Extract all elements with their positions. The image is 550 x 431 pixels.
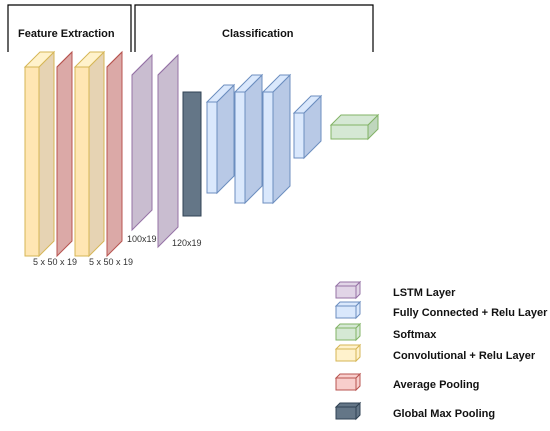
conv-layer-1-side-face	[38, 50, 55, 258]
conv-layer-2-side-face	[88, 50, 105, 258]
classification-title: Classification	[222, 28, 294, 40]
legend-label-lstm: LSTM Layer	[393, 287, 456, 299]
global-max-pooling-layer-front-face	[182, 91, 202, 217]
layer-stack	[23, 50, 380, 258]
global-max-pooling-layer	[182, 91, 202, 217]
lstm-layer-1-side-face	[131, 53, 153, 232]
lstm-1-dim-label: 100x19	[127, 234, 157, 244]
legend-swatch-gmp	[334, 401, 362, 421]
lstm-layer-2-top-face	[157, 54, 179, 76]
legend-item-softmax: Softmax	[334, 322, 437, 342]
conv-layer-1-front-face	[24, 66, 40, 257]
fc-layer-1-side-face	[216, 83, 235, 195]
conv-layer-1	[23, 50, 56, 258]
legend-swatch-softmax	[334, 322, 362, 342]
avgpool-layer-2-top-face	[106, 51, 123, 68]
conv-block-2-dim-label: 5 x 50 x 19	[89, 257, 133, 267]
legend-label-softmax: Softmax	[393, 329, 437, 341]
conv-layer-2	[73, 50, 106, 258]
conv-block-1-dim-label: 5 x 50 x 19	[33, 257, 77, 267]
legend-swatch-conv	[334, 343, 362, 363]
fc-layer-3-front-face	[262, 91, 274, 204]
avgpool-layer-1-top-face	[56, 51, 73, 68]
legend-label-gmp: Global Max Pooling	[393, 408, 495, 420]
softmax-layer	[329, 113, 380, 141]
feature-extraction-title: Feature Extraction	[18, 28, 115, 40]
avgpool-layer-1	[56, 50, 73, 258]
feature-extraction-bracket	[7, 4, 132, 52]
fc-layer-4	[292, 94, 323, 160]
classification-bracket	[134, 4, 374, 52]
lstm-layer-2-side-face	[157, 53, 179, 249]
lstm-layer-2	[157, 53, 179, 249]
legend-swatch-fc	[334, 300, 362, 320]
legend-item-conv: Convolutional + Relu Layer	[334, 343, 536, 363]
legend-label-fc: Fully Connected + Relu Layer	[393, 307, 548, 319]
fc-layer-3	[261, 73, 292, 205]
fc-layer-2-side-face	[244, 73, 263, 205]
legend-item-fc: Fully Connected + Relu Layer	[334, 300, 548, 320]
fc-layer-2-front-face	[234, 91, 246, 204]
lstm-layer-1	[131, 53, 153, 232]
lstm-2-dim-label: 120x19	[172, 238, 202, 248]
fc-layer-4-front-face	[293, 112, 305, 159]
legend-swatch-lstm	[334, 280, 362, 300]
avgpool-layer-2-side-face	[106, 50, 123, 258]
avgpool-layer-1-side-face	[56, 50, 73, 258]
legend-swatch-avgpool	[334, 372, 362, 392]
lstm-layer-1-top-face	[131, 54, 153, 76]
conv-layer-2-front-face	[74, 66, 90, 257]
fc-layer-2	[233, 73, 264, 205]
fc-layer-1-front-face	[206, 101, 218, 194]
fc-layer-1	[205, 83, 236, 195]
legend-item-lstm: LSTM Layer	[334, 280, 456, 300]
fc-layer-3-side-face	[272, 73, 291, 205]
softmax-layer-front-face	[330, 124, 369, 140]
legend-label-avgpool: Average Pooling	[393, 379, 479, 391]
legend-label-conv: Convolutional + Relu Layer	[393, 350, 536, 362]
legend-item-avgpool: Average Pooling	[334, 372, 479, 392]
avgpool-layer-2	[106, 50, 123, 258]
legend-item-gmp: Global Max Pooling	[334, 401, 495, 421]
